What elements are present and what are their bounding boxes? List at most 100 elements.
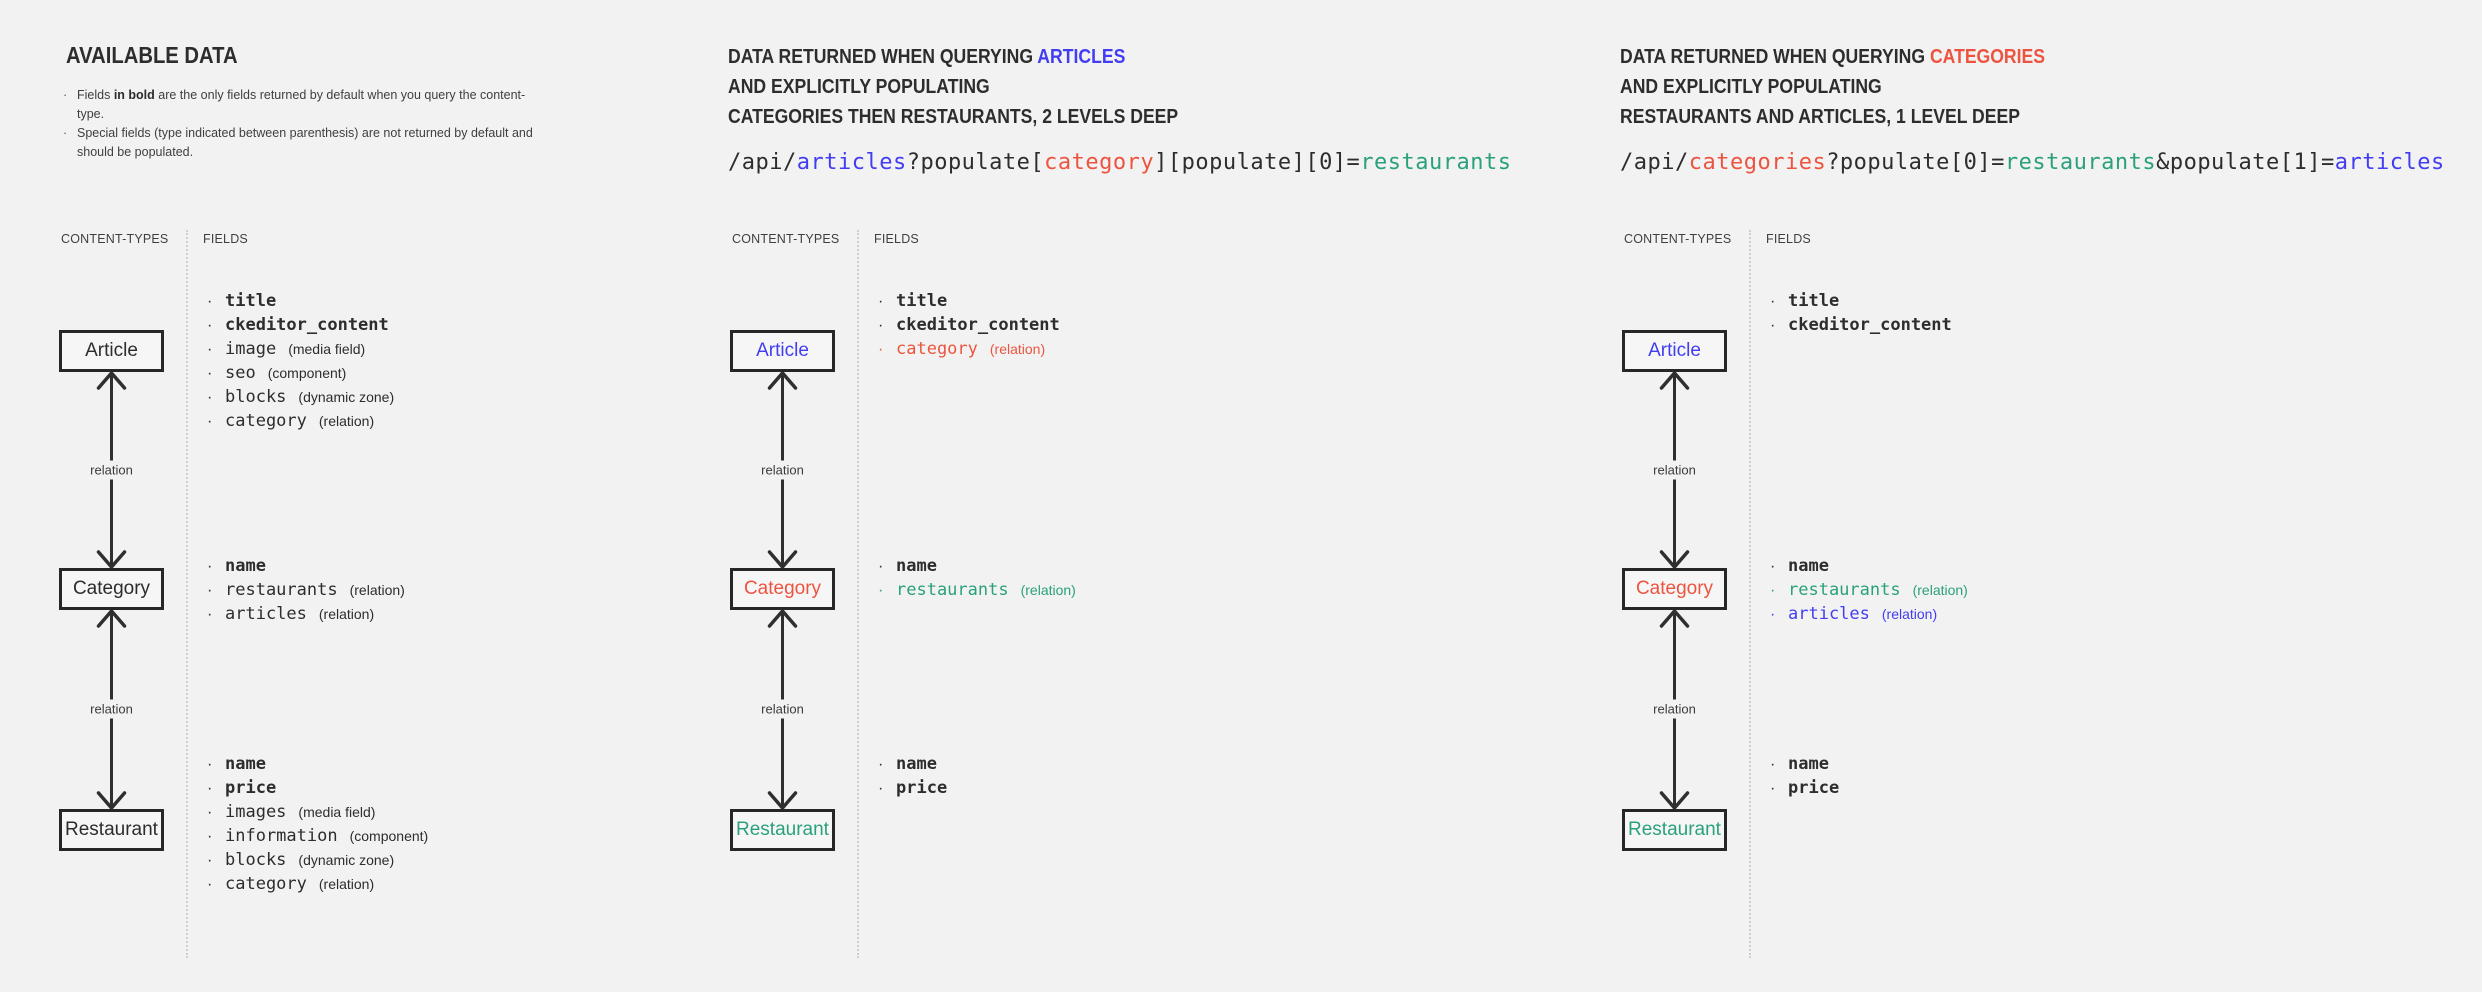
heading-line: DATA RETURNED WHEN QUERYING CATEGORIES — [1620, 42, 2045, 72]
article-box: Article — [59, 330, 164, 372]
api-url-segment: /api/ — [728, 150, 797, 175]
field-bullet: · — [878, 756, 884, 773]
field-name: name — [225, 754, 266, 774]
field-bullet: · — [207, 413, 213, 430]
field-bullet: · — [878, 293, 884, 310]
field-name: restaurants — [896, 580, 1009, 600]
field-item: ·title — [1770, 291, 1952, 315]
field-type: (dynamic zone) — [298, 852, 395, 868]
heading-segment: AND EXPLICITLY POPULATING — [1620, 76, 1882, 98]
fields-label: FIELDS — [203, 232, 248, 246]
relation-label: relation — [1647, 699, 1702, 719]
heading-line: RESTAURANTS AND ARTICLES, 1 LEVEL DEEP — [1620, 102, 2045, 132]
box-label: Article — [756, 340, 809, 361]
restaurant-box: Restaurant — [730, 809, 835, 851]
note-text-segment: in bold — [113, 88, 155, 102]
field-name: blocks — [225, 850, 287, 870]
field-item: ·restaurants(relation) — [1770, 580, 1968, 604]
field-item: ·name — [207, 754, 428, 778]
field-name: images — [225, 802, 287, 822]
box-label: Article — [85, 340, 138, 361]
api-url-segment: ?populate[0]= — [1826, 150, 2005, 175]
field-list: ·title·ckeditor_content·image(media fiel… — [207, 291, 394, 435]
field-bullet: · — [207, 558, 213, 575]
api-url-segment: ][populate][0]= — [1154, 150, 1361, 175]
field-item: ·images(media field) — [207, 802, 428, 826]
field-item: · name — [1770, 556, 1968, 580]
field-item: · title — [878, 291, 1060, 315]
field-type: (relation) — [318, 876, 375, 892]
field-bullet: · — [207, 582, 213, 599]
api-url-segment: articles — [796, 150, 907, 175]
field-bullet: · — [878, 582, 884, 599]
api-url-segment: categories — [1688, 150, 1827, 175]
box-label: Category — [743, 578, 822, 599]
field-bullet: · — [207, 389, 213, 406]
field-name: articles — [1788, 604, 1870, 624]
heading-segment: CATEGORIES THEN RESTAURANTS, 2 LEVELS DE… — [728, 106, 1179, 128]
field-item: · name — [878, 754, 947, 778]
field-type: (relation) — [318, 606, 375, 622]
field-item: ·price — [207, 778, 428, 802]
column-divider — [1749, 230, 1751, 958]
field-bullet: · — [1770, 582, 1776, 599]
field-name: title — [896, 291, 948, 311]
api-url-segment: &populate[1]= — [2156, 150, 2335, 175]
field-bullet: · — [878, 558, 884, 575]
heading-line: AVAILABLE DATA — [66, 42, 238, 69]
api-url-segment: restaurants — [1360, 150, 1512, 175]
relation-label: relation — [1647, 460, 1702, 480]
heading-line: AND EXPLICITLY POPULATING — [728, 72, 1178, 102]
field-type: (component) — [267, 365, 347, 381]
field-item: ·price — [1770, 778, 1839, 802]
box-label: Restaurant — [65, 819, 158, 840]
article-box: Article — [730, 330, 835, 372]
note-bullet: · — [63, 126, 68, 140]
field-name: ckeditor_content — [225, 315, 389, 335]
field-item: ·category(relation) — [878, 339, 1060, 363]
field-item: ·name — [878, 556, 1076, 580]
field-name: ckeditor_content — [1788, 315, 1952, 335]
relation-label: relation — [84, 460, 139, 480]
fields-label: FIELDS — [874, 232, 919, 246]
field-type: (media field) — [288, 341, 366, 357]
field-list: ·title·ckeditor_content·category(relatio… — [878, 291, 1060, 363]
field-item: ·ckeditor_content — [1770, 315, 1952, 339]
note-text: Fields in bold are the only fields retur… — [77, 86, 541, 124]
field-bullet: · — [878, 341, 884, 358]
field-list: ·name·restaurants(relation)·articles(rel… — [1770, 556, 1968, 628]
field-bullet: · — [207, 365, 213, 382]
field-list: ·name·price·images(media field)·informat… — [207, 754, 428, 898]
field-name: name — [1788, 556, 1829, 576]
field-name: category — [896, 339, 978, 359]
field-item: ·blocks(dynamic zone) — [207, 387, 394, 411]
relation-label: relation — [755, 699, 810, 719]
api-url: /api/articles?populate[category][populat… — [728, 150, 1512, 175]
field-bullet: · — [1770, 558, 1776, 575]
column-divider — [857, 230, 859, 958]
box-label: Category — [1635, 578, 1714, 599]
note-item: · Special fields (type indicated between … — [63, 124, 541, 162]
category-box: Category — [730, 568, 835, 610]
field-name: name — [896, 754, 937, 774]
heading-segment: ARTICLES — [1037, 46, 1126, 68]
article-box: Article — [1622, 330, 1727, 372]
field-item: ·price — [878, 778, 947, 802]
field-name: blocks — [225, 387, 287, 407]
field-name: seo — [225, 363, 256, 383]
field-type: (relation) — [1881, 606, 1938, 622]
field-item: ·ckeditor_content — [878, 315, 1060, 339]
field-type: (relation) — [1020, 582, 1076, 598]
field-name: price — [225, 778, 277, 798]
field-item: ·title — [207, 291, 394, 315]
field-item: ·blocks(dynamic zone) — [207, 850, 428, 874]
field-name: ckeditor_content — [896, 315, 1060, 335]
api-url-segment: restaurants — [2004, 150, 2157, 175]
field-bullet: · — [207, 317, 213, 334]
note-text-segment: Special fields (type indicated between p… — [77, 126, 533, 159]
heading-segment: AVAILABLE DATA — [66, 42, 238, 68]
field-type: (relation) — [349, 582, 405, 598]
field-item: ·name — [207, 556, 405, 580]
note-text-segment: are the only fields returned by default … — [77, 88, 526, 121]
